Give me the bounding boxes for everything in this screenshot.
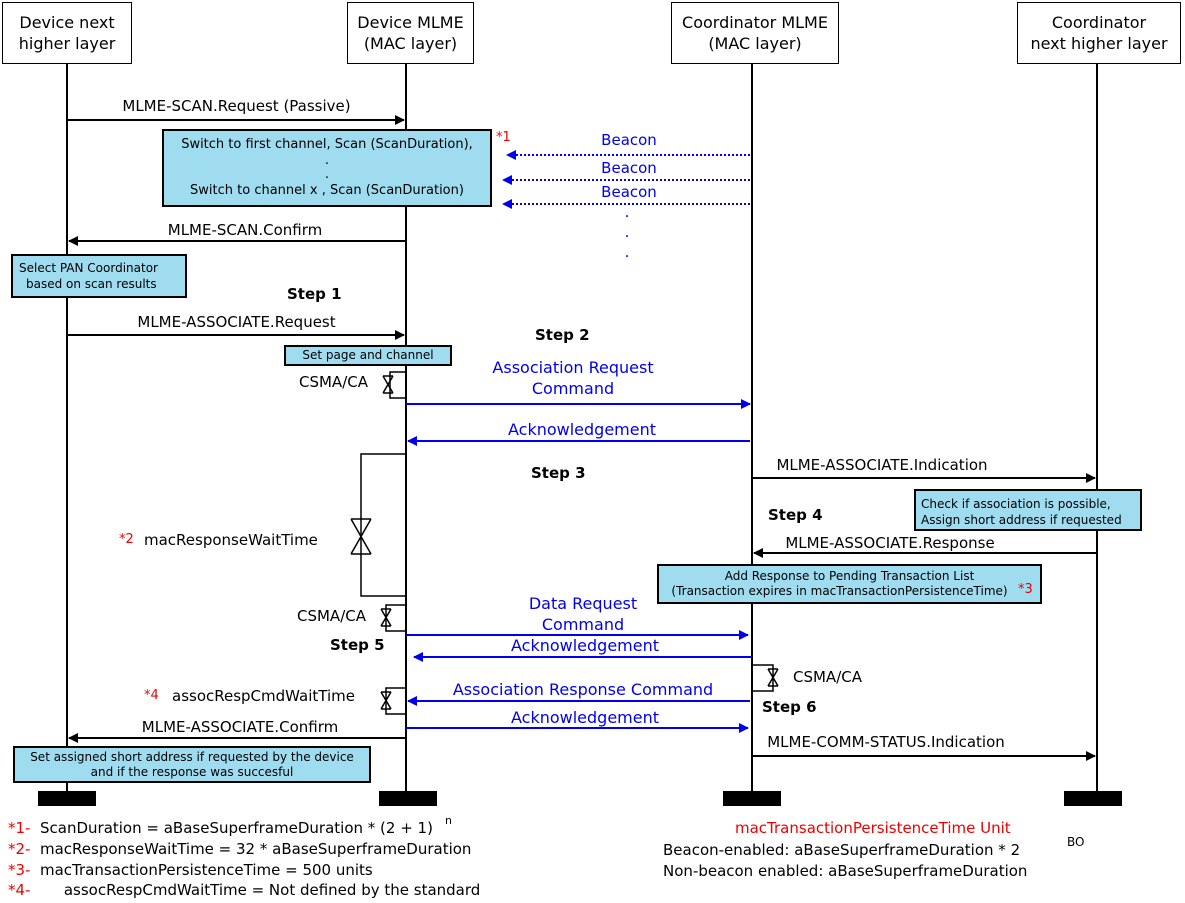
beacon-continuation-dot: . [624,223,630,241]
lifeline-header-coord-nhl: Coordinator next higher layer [1017,2,1181,64]
note-text: (Transaction expires in macTransactionPe… [671,584,1008,598]
timer-marker: *4 [144,688,159,703]
note-scan-channels: Switch to first channel, Scan (ScanDurat… [162,129,492,207]
csma-ca-delay-2 [380,604,406,632]
note-text: Set assigned short address if requested … [30,750,354,764]
note-text: Select PAN Coordinator [19,261,158,275]
note-text: Add Response to Pending Transaction List [724,569,975,583]
assoc-resp-wait-delay [380,687,406,715]
terminator-coord-mlme [723,791,781,806]
note-set-assigned-address: Set assigned short address if requested … [13,746,371,783]
terminator-coord-nhl [1064,791,1122,806]
note-text: Set page and channel [302,348,434,362]
timer-marker: *2 [119,532,134,547]
lifeline-header-device-mlme: Device MLME (MAC layer) [347,2,474,64]
label-assoc-response-cmd: Association Response Command [452,680,714,699]
note-marker: *1 [496,130,511,145]
persistence-unit-nonbeacon: Non-beacon enabled: aBaseSuperframeDurat… [663,862,1028,880]
beacon-continuation-dot: . [624,243,630,261]
step-6-label: Step 6 [762,698,817,716]
step-2-label: Step 2 [535,326,590,344]
label-ack-1: Acknowledgement [507,420,657,439]
footnote-text: assocRespCmdWaitTime = Not defined by th… [40,881,481,899]
label-associate-request: MLME-ASSOCIATE.Request [137,313,336,331]
step-4-label: Step 4 [768,506,823,524]
label-beacon-1: Beacon [601,131,657,149]
persistence-unit-title: macTransactionPersistenceTime Unit [735,819,1011,837]
terminator-device-nhl [38,791,96,806]
note-text: based on scan results [26,277,157,291]
csma-ca-label: CSMA/CA [297,607,366,625]
note-text: and if the response was succesful [90,765,294,779]
footnote-marker: *2- [8,840,31,858]
footnote-text: ScanDuration = aBaseSuperframeDuration *… [40,819,433,837]
label-associate-indication: MLME-ASSOCIATE.Indication [776,456,988,474]
footnote-marker: *3- [8,861,31,879]
footnote-marker: *4- [8,881,31,899]
footnote-text: macResponseWaitTime = 32 * aBaseSuperfra… [40,840,472,858]
label-data-request-cmd: Data Request [528,594,638,613]
footnote-superscript: n [445,814,452,827]
note-pending-transaction: Add Response to Pending Transaction List… [657,564,1042,604]
label-beacon-3: Beacon [601,183,657,201]
label-associate-response: MLME-ASSOCIATE.Response [785,534,995,552]
persistence-unit-beacon: Beacon-enabled: aBaseSuperframeDuration … [663,841,1021,859]
lifeline-terminators [38,791,1122,806]
note-select-pan-coordinator: Select PAN Coordinator based on scan res… [11,254,187,298]
label-associate-confirm: MLME-ASSOCIATE.Confirm [141,718,339,736]
label-beacon-2: Beacon [601,159,657,177]
beacon-continuation-dot: . [624,203,630,221]
note-text: Switch to first channel, Scan (ScanDurat… [181,137,473,152]
label-ack-2: Acknowledgement [510,636,660,655]
label-comm-status-indication: MLME-COMM-STATUS.Indication [767,733,1005,751]
mac-response-wait-delay [350,453,406,597]
note-marker: *3 [1018,582,1033,597]
note-text: . [324,153,330,168]
step-3-label: Step 3 [531,464,586,482]
lifeline-header-coord-mlme: Coordinator MLME (MAC layer) [671,2,839,64]
step-5-label: Step 5 [330,636,385,654]
csma-ca-label: CSMA/CA [793,668,862,686]
note-set-page-channel: Set page and channel [284,345,452,366]
assoc-resp-wait-label: assocRespCmdWaitTime [172,687,355,705]
note-text: Switch to channel x , Scan (ScanDuration… [190,183,464,198]
csma-ca-label: CSMA/CA [299,373,368,391]
csma-ca-delay-1 [382,371,406,399]
persistence-unit-superscript: BO [1067,835,1085,849]
label-scan-request: MLME-SCAN.Request (Passive) [122,97,351,115]
note-text: . [324,167,330,182]
csma-ca-delay-3 [752,664,779,692]
note-check-association: Check if association is possible, Assign… [914,489,1142,531]
label-scan-confirm: MLME-SCAN.Confirm [167,221,323,239]
footnote-text: macTransactionPersistenceTime = 500 unit… [40,861,373,879]
label-assoc-request-cmd: Association Request [492,358,654,377]
mac-response-wait-label: macResponseWaitTime [144,531,318,549]
label-data-request-cmd: Command [541,615,625,634]
note-text: Assign short address if requested [921,513,1122,527]
lifeline-header-device-nhl: Device next higher layer [2,2,132,64]
terminator-device-mlme [379,791,437,806]
label-assoc-request-cmd: Command [531,379,615,398]
label-ack-3: Acknowledgement [510,708,660,727]
step-1-label: Step 1 [287,285,342,303]
note-text: Check if association is possible, [921,497,1111,511]
footnote-marker: *1- [8,819,31,837]
